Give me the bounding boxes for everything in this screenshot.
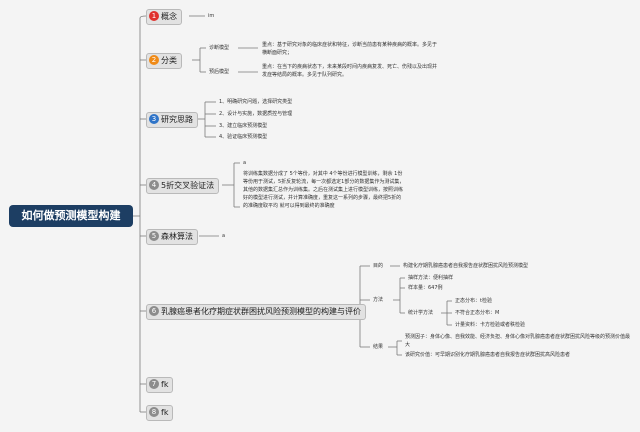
study-sample-size: 样本量：647例 <box>408 285 443 291</box>
diagnostic-desc-line1: 重点：基于研究对象的临床症状和特征，诊断当前患有某种疾病的概率。多见于 <box>262 42 438 48</box>
priority-7-icon: 7 <box>149 378 159 389</box>
research-step-4[interactable]: 4、验证临床预测模型 <box>219 134 268 140</box>
prognostic-desc-line2: 发症等结局的概率。多见于队列研究。 <box>262 72 348 78</box>
forest-mark: a <box>222 233 226 239</box>
topic-label: 分类 <box>161 56 177 65</box>
priority-8-icon: 8 <box>149 406 159 417</box>
study-sampling: 抽样方法：便利抽样 <box>408 275 454 281</box>
priority-3-icon: 3 <box>149 113 159 124</box>
diagnostic-model-label[interactable]: 诊断模型 <box>209 45 230 51</box>
study-value: 该研究价值：可早期识别化疗期乳腺癌患者自我报告症状群困扰高风险患者 <box>405 352 571 358</box>
priority-4-icon: 4 <box>149 179 159 190</box>
priority-1-icon: 1 <box>149 10 159 21</box>
topic-label: 5折交叉验证法 <box>161 181 215 190</box>
topic-label: fk <box>161 380 169 389</box>
concept-note: im <box>208 13 215 19</box>
study-count: 计量资料：卡方检验或者秩检验 <box>455 322 526 328</box>
prognostic-desc-line1: 重点：在当下的疾病状态下，未来某段时间内疾病复发、死亡、伤残以及出现并 <box>262 64 438 70</box>
topic-label: 乳腺癌患者化疗期症状群困扰风险预测模型的构建与评价 <box>161 307 361 316</box>
topic-label: 研究思路 <box>161 115 193 124</box>
research-step-2[interactable]: 2、设计与实施，数据质控与管理 <box>219 111 293 117</box>
prognostic-model-label[interactable]: 预后模型 <box>209 69 230 75</box>
topic-label: fk <box>161 408 169 417</box>
cv-description: 将训练集数据分成了 5个等份，对其中 4个等份进行模型训练，剩余 1份等份用于测… <box>243 171 405 209</box>
topic-label: 概念 <box>161 12 177 21</box>
study-predictors: 预测因子：身体心像、自我效能、经济负担、身体心像对乳腺癌患者症状群困扰风险等级的… <box>405 334 631 348</box>
study-method-label[interactable]: 方法 <box>373 297 384 303</box>
study-stats-label[interactable]: 统计学方法 <box>408 310 434 316</box>
root-topic[interactable]: 如何做预测模型构建 <box>9 205 133 227</box>
diagnostic-desc-line2: 横断面研究； <box>262 50 293 56</box>
topic-label: 森林算法 <box>161 232 193 241</box>
study-goal-label[interactable]: 目的 <box>373 263 384 269</box>
priority-6-icon: 6 <box>149 305 159 316</box>
priority-5-icon: 5 <box>149 230 159 241</box>
study-nonnormal: 不符合正态分布：M <box>455 310 500 316</box>
study-goal-text: 构建化疗期乳腺癌患者自我报告症状群困扰风险预测模型 <box>403 263 529 269</box>
research-step-3[interactable]: 3、建立临床预测模型 <box>219 123 268 129</box>
priority-2-icon: 2 <box>149 54 159 65</box>
cv-mark: a <box>243 160 247 166</box>
research-step-1[interactable]: 1、明确研究问题，选择研究类型 <box>219 99 293 105</box>
study-result-label[interactable]: 结果 <box>373 344 384 350</box>
study-normal: 正态分布：t检验 <box>455 298 492 304</box>
